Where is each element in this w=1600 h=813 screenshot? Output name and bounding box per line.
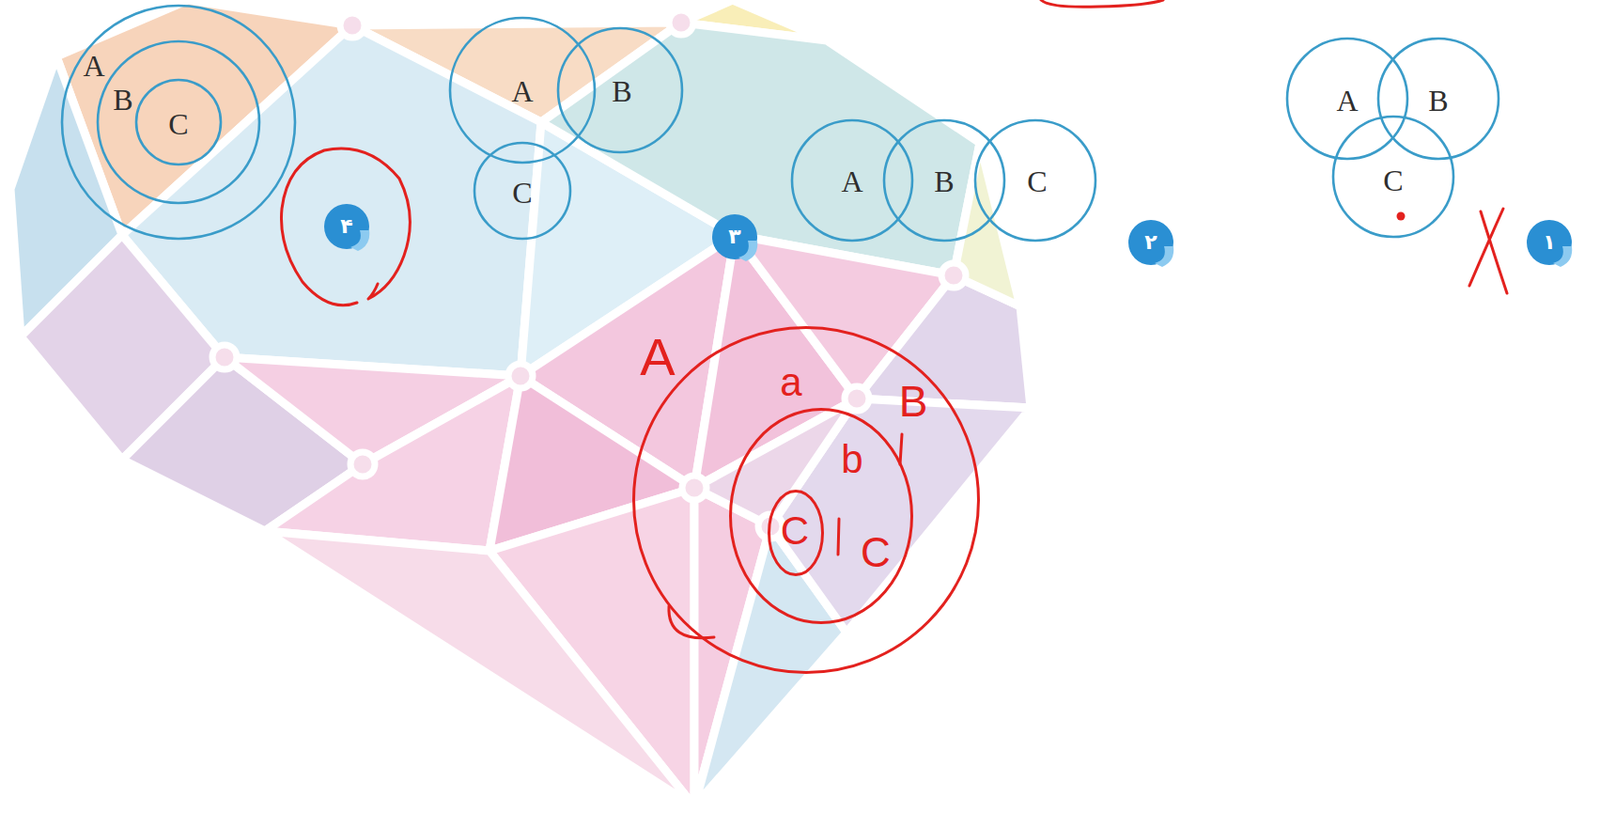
set-letter: A xyxy=(840,166,863,197)
set-outline xyxy=(450,17,595,163)
watermark-tile xyxy=(264,375,521,551)
watermark-joint xyxy=(340,13,365,38)
option-badge: ۱ xyxy=(1526,219,1572,265)
set-letter: B xyxy=(112,84,133,115)
hand-outline xyxy=(730,409,913,623)
set-letter: C xyxy=(168,108,188,140)
watermark-joint xyxy=(350,451,375,477)
badge-swirl xyxy=(738,240,758,262)
handwritten-letter: A xyxy=(639,330,675,384)
set-circle: ABC xyxy=(61,4,296,240)
badge-swirl xyxy=(1553,246,1572,267)
option-badge: ۴ xyxy=(324,203,370,249)
red-stroke xyxy=(900,434,902,465)
set-circle: B xyxy=(1377,37,1500,160)
set-outline xyxy=(975,120,1096,241)
hand-drawn-set: C xyxy=(767,489,824,576)
option-number: ۱ xyxy=(1542,232,1555,253)
watermark-mosaic xyxy=(10,0,1031,807)
watermark-joint xyxy=(941,263,966,288)
handwritten-letter: B xyxy=(899,379,929,423)
red-cross xyxy=(1469,208,1504,286)
set-outline xyxy=(558,28,683,153)
set-outline xyxy=(474,142,571,239)
red-stroke xyxy=(838,518,839,555)
set-circle: C xyxy=(1332,115,1455,238)
set-outline xyxy=(62,5,296,239)
option-badge: ۳ xyxy=(712,214,758,260)
hand-outline xyxy=(769,491,824,575)
red-dot xyxy=(1397,212,1406,221)
watermark-joint xyxy=(668,10,694,35)
set-letter: A xyxy=(511,76,533,107)
watermark-joint xyxy=(682,475,707,500)
hand-drawn-set: AaBbC xyxy=(632,326,980,674)
red-choice-circle xyxy=(280,148,410,306)
set-letter: B xyxy=(933,166,954,197)
set-outline xyxy=(1287,38,1408,159)
option-number: ۲ xyxy=(1144,232,1157,253)
set-circle: C xyxy=(473,141,572,240)
set-circle: C xyxy=(974,119,1097,242)
set-circle: A xyxy=(1286,37,1409,160)
set-circle: C xyxy=(135,78,222,166)
hand-drawn-set: BbC xyxy=(729,407,914,624)
handwritten-letter: a xyxy=(779,362,802,403)
option-number: ۴ xyxy=(340,216,353,237)
set-outline xyxy=(792,120,913,241)
set-letter: C xyxy=(1382,165,1403,196)
set-outline xyxy=(884,120,1005,241)
watermark-joint xyxy=(212,344,237,370)
handwritten-letter: C xyxy=(780,511,809,551)
set-circle: BC xyxy=(96,40,261,204)
set-letter: A xyxy=(1335,85,1358,116)
handwritten-letter: C xyxy=(860,531,891,574)
handwritten-letter: b xyxy=(840,439,863,480)
watermark-joint xyxy=(508,363,533,389)
red-arc xyxy=(1040,0,1164,7)
set-outline xyxy=(97,41,260,203)
set-outline xyxy=(1378,38,1499,159)
set-outline xyxy=(1333,116,1454,237)
watermark-tile xyxy=(264,530,695,807)
watermark-joint xyxy=(844,386,870,411)
set-letter: C xyxy=(1026,166,1047,197)
set-letter: B xyxy=(611,76,632,107)
set-letter: A xyxy=(82,50,105,81)
badge-swirl xyxy=(1154,246,1174,267)
set-letter: C xyxy=(512,177,532,208)
set-letter: B xyxy=(1428,85,1448,116)
set-circle: B xyxy=(883,119,1006,242)
badge-swirl xyxy=(350,230,370,251)
option-number: ۳ xyxy=(728,226,741,248)
hand-outline xyxy=(634,327,979,673)
set-circle: B xyxy=(557,27,684,154)
set-circle: A xyxy=(791,119,914,242)
option-badge: ۲ xyxy=(1128,219,1174,265)
set-circle: A xyxy=(449,16,596,164)
set-outline xyxy=(136,79,221,165)
